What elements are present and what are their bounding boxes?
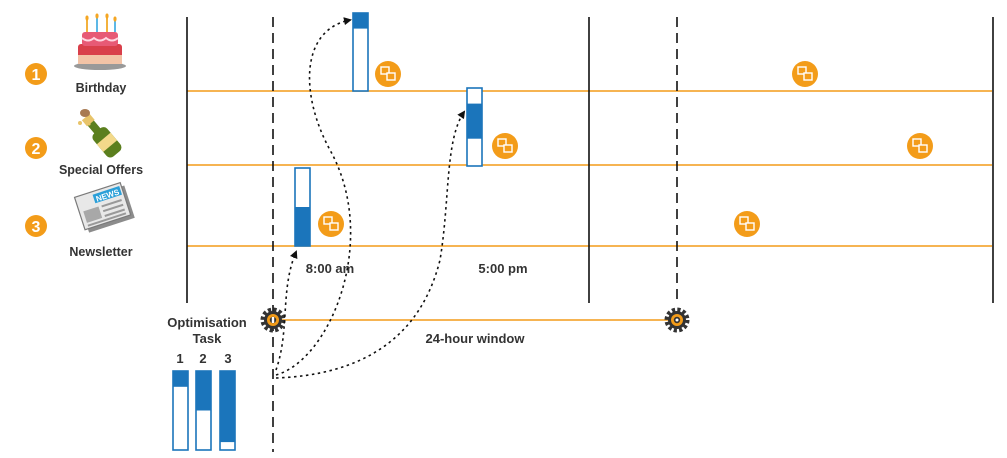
svg-text:3: 3: [32, 219, 41, 236]
optimisation-bar: [219, 370, 236, 451]
optimisation-bar: [195, 370, 212, 451]
dispatch-arrow-special-offers: [275, 110, 466, 379]
scheduled-bar: [352, 12, 369, 92]
window-label: 24-hour window: [426, 331, 526, 346]
dispatch-arrow-newsletter: [275, 250, 298, 371]
dispatch-arrow-birthday: [275, 17, 352, 376]
scheduled-bar: [466, 87, 483, 167]
time-label-evening: 5:00 pm: [478, 261, 527, 276]
optimisation-bar-label: 3: [224, 351, 231, 366]
send-message-icon: [907, 133, 933, 159]
gear-icon: [664, 307, 690, 333]
gear-icon: [260, 307, 286, 333]
optimisation-bar-label: 1: [176, 351, 183, 366]
optimisation-subtitle: Task: [193, 331, 222, 346]
send-message-icon: [792, 61, 818, 87]
send-message-icon: [734, 211, 760, 237]
optimisation-bar: [172, 370, 189, 451]
campaign-number-badge: 3: [25, 215, 47, 237]
campaign-number-badge: 1: [25, 63, 47, 85]
optimisation-title: Optimisation: [167, 315, 247, 330]
optimisation-bar-label: 2: [199, 351, 206, 366]
scheduled-bar: [294, 167, 311, 247]
campaign-label: Newsletter: [69, 245, 132, 259]
send-message-icon: [492, 133, 518, 159]
newspaper-icon: NEWS: [73, 181, 135, 233]
time-label-morning: 8:00 am: [306, 261, 354, 276]
svg-text:1: 1: [32, 67, 41, 84]
campaign-label: Special Offers: [59, 163, 143, 177]
campaign-number-badge: 2: [25, 137, 47, 159]
birthday-cake-icon: [74, 13, 126, 70]
svg-text:2: 2: [32, 141, 41, 158]
send-message-icon: [318, 211, 344, 237]
campaign-label: Birthday: [76, 81, 127, 95]
champagne-bottle-icon: [78, 109, 122, 158]
send-message-icon: [375, 61, 401, 87]
